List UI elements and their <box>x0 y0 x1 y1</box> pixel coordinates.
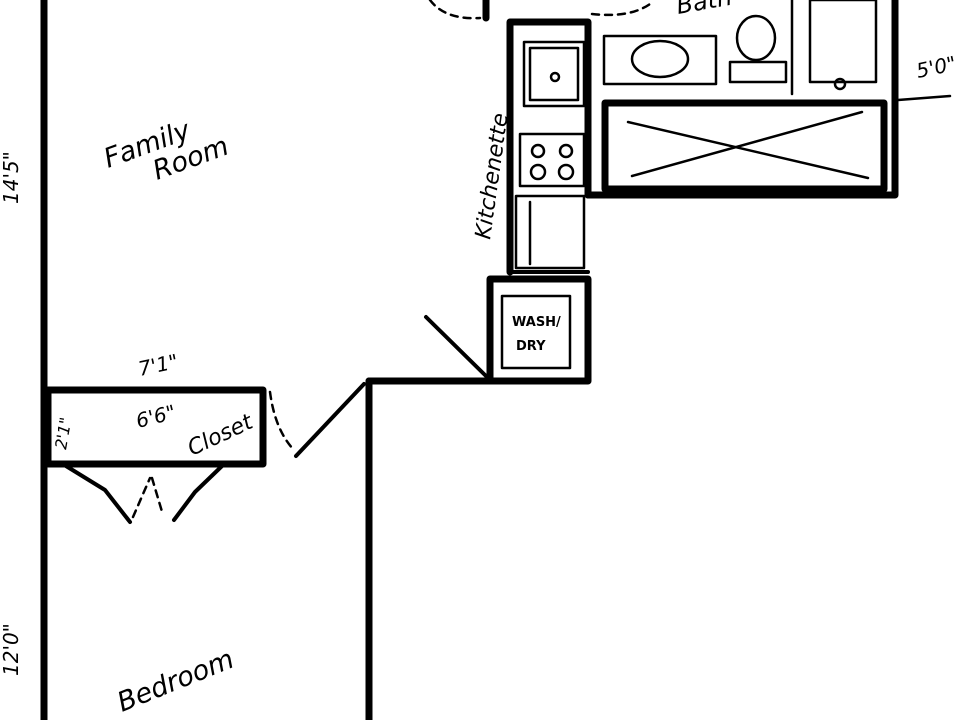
bath-sink <box>630 39 690 79</box>
closet-bifold-right <box>172 464 224 522</box>
closet-bifold-swing-left <box>131 476 152 519</box>
wash-dry-walls <box>486 275 592 385</box>
closet-outer-width-dimension: 7'1" <box>136 349 180 381</box>
wash-dry-unit: WASH/ DRY <box>500 294 572 370</box>
closet-walls <box>44 386 267 468</box>
closet-bifold-left <box>64 464 132 524</box>
kitchenette-fixtures <box>514 40 586 270</box>
bath-door-swing <box>590 2 652 17</box>
bathtub <box>808 0 878 84</box>
stove <box>518 132 586 188</box>
bath-storage <box>601 99 888 193</box>
family-room-height-dimension: 14'5" <box>0 151 23 204</box>
toilet-tank <box>728 60 788 84</box>
washer-dryer-label-line2: DRY <box>516 339 546 354</box>
bath-vanity <box>602 34 718 86</box>
bedroom-height-dimension: 12'0" <box>0 623 23 676</box>
bedroom-door <box>294 382 366 458</box>
bath-storage-cross-2 <box>630 110 864 178</box>
kitchen-sink-basin <box>528 46 580 102</box>
bath-storage-cross-1 <box>626 120 870 180</box>
bath-fixtures <box>601 0 952 193</box>
washer-dryer <box>500 294 572 370</box>
entry-door-swing <box>428 0 482 20</box>
kitchenette-walls <box>506 18 592 276</box>
bath-label: Bath <box>674 0 734 20</box>
toilet-bowl <box>735 14 777 62</box>
doors <box>64 0 652 524</box>
bath-walls <box>584 0 899 199</box>
kitchen-sink-drain <box>549 71 561 83</box>
kitchen-sink <box>522 40 586 108</box>
stove-burner-3 <box>529 163 547 181</box>
stove-burner-2 <box>558 143 574 159</box>
bath-dimension-leader <box>896 94 952 102</box>
closet-inner-width-dimension: 6'6" <box>133 400 178 433</box>
washer-dryer-label-line1: WASH/ <box>512 315 561 330</box>
closet-bifold-swing-right <box>150 476 165 517</box>
refrigerator <box>514 194 586 270</box>
stove-burner-1 <box>530 143 546 159</box>
bedroom-label: Bedroom <box>113 644 238 719</box>
walls <box>40 0 899 720</box>
stove-burner-4 <box>557 163 575 181</box>
bath-width-dimension: 5'0" <box>914 51 958 83</box>
bedroom-door-swing <box>268 390 296 452</box>
wash-dry-door <box>424 315 489 379</box>
closet-label: Closet <box>184 409 258 461</box>
bathtub-drain <box>833 77 847 91</box>
closet-depth-dimension: 2'1" <box>51 416 75 451</box>
